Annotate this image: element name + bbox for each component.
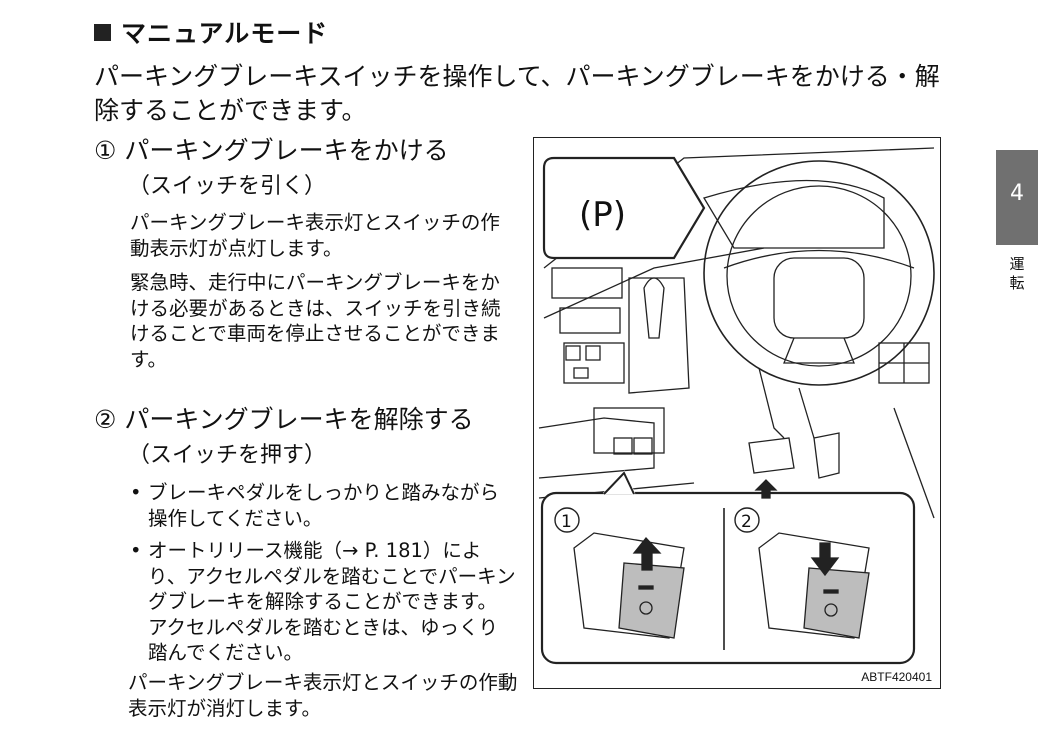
figure-drawing: (P) 1 2 xyxy=(538,147,935,665)
step1-paragraph-1: パーキングブレーキ表示灯とスイッチの作動表示灯が点灯します。 xyxy=(130,211,500,260)
step1-title: ① パーキングブレーキをかける xyxy=(94,136,449,165)
step1-subtitle: （スイッチを引く） xyxy=(128,174,327,199)
bullet-dot-icon: • xyxy=(130,481,142,504)
section-heading: マニュアルモード xyxy=(94,14,328,50)
square-bullet-icon xyxy=(94,24,111,41)
parking-brake-illustration: (P) 1 2 ABTF420401 xyxy=(533,137,941,689)
figure-label-2: 2 xyxy=(741,512,752,532)
callout-parking-symbol: (P) xyxy=(579,195,626,235)
chapter-tab: 4 xyxy=(996,150,1038,245)
figure-code: ABTF420401 xyxy=(861,670,932,684)
step2-paragraph: パーキングブレーキ表示灯とスイッチの作動表示灯が消灯します。 xyxy=(128,671,518,720)
chapter-tab-label: 運転 xyxy=(1009,255,1025,292)
step2-title: ② パーキングブレーキを解除する xyxy=(94,405,474,434)
step1-paragraph-2: 緊急時、走行中にパーキングブレーキをかける必要があるときは、スイッチを引き続ける… xyxy=(130,271,501,371)
step2-subtitle: （スイッチを押す） xyxy=(128,443,327,468)
intro-text: パーキングブレーキスイッチを操作して、パーキングブレーキをかける・解除することが… xyxy=(94,62,940,125)
figure-label-1: 1 xyxy=(561,512,572,532)
step2-bullet-2: •オートリリース機能（→ P. 181）により、アクセルペダルを踏むことでパーキ… xyxy=(130,539,516,664)
bullet-dot-icon: • xyxy=(130,539,142,562)
step2-bullet-1: •ブレーキペダルをしっかりと踏みながら操作してください。 xyxy=(130,481,500,530)
